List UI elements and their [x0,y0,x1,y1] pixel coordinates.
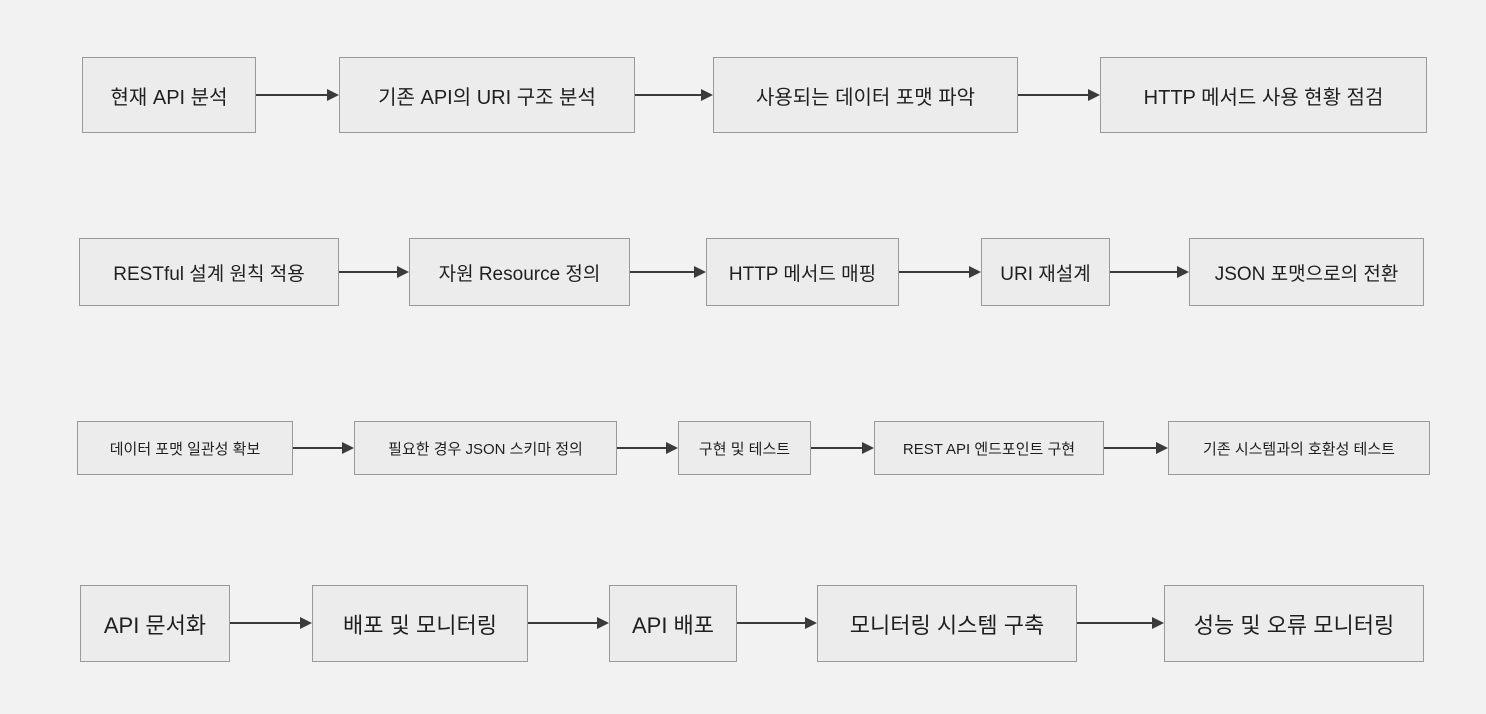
arrow-line [293,446,344,450]
arrowhead-icon [862,442,874,454]
arrow-line [635,93,703,97]
arrowhead-icon [300,617,312,629]
arrowhead-icon [327,89,339,101]
flow-arrow [737,617,817,629]
flow-node: 필요한 경우 JSON 스키마 정의 [354,421,617,475]
arrow-line [1077,621,1154,625]
arrow-line [1104,446,1158,450]
arrow-line [617,446,668,450]
arrow-line [256,93,329,97]
flow-arrow [1104,442,1168,454]
flow-node: 기존 시스템과의 호환성 테스트 [1168,421,1430,475]
arrow-line [230,621,302,625]
flow-arrow [293,442,354,454]
flow-node: API 문서화 [80,585,230,662]
arrowhead-icon [397,266,409,278]
flow-arrow [1018,89,1100,101]
flow-node: REST API 엔드포인트 구현 [874,421,1104,475]
flow-node: RESTful 설계 원칙 적용 [79,238,339,306]
flow-arrow [811,442,874,454]
arrowhead-icon [342,442,354,454]
flow-node: HTTP 메서드 매핑 [706,238,899,306]
arrow-line [630,270,696,274]
arrowhead-icon [666,442,678,454]
arrow-line [811,446,864,450]
arrowhead-icon [805,617,817,629]
flow-node: HTTP 메서드 사용 현황 점검 [1100,57,1427,133]
arrow-line [899,270,971,274]
arrowhead-icon [694,266,706,278]
arrowhead-icon [1177,266,1189,278]
flow-arrow [256,89,339,101]
arrowhead-icon [1156,442,1168,454]
flow-node: URI 재설계 [981,238,1110,306]
flow-node: 구현 및 테스트 [678,421,811,475]
flow-node: API 배포 [609,585,737,662]
flow-node: 성능 및 오류 모니터링 [1164,585,1424,662]
arrowhead-icon [701,89,713,101]
flow-arrow [1077,617,1164,629]
arrowhead-icon [1152,617,1164,629]
flow-arrow [230,617,312,629]
flow-node: 데이터 포맷 일관성 확보 [77,421,293,475]
flow-arrow [630,266,706,278]
flow-arrow [339,266,409,278]
arrow-line [737,621,807,625]
flow-arrow [635,89,713,101]
flow-node: 배포 및 모니터링 [312,585,528,662]
arrowhead-icon [597,617,609,629]
flow-arrow [899,266,981,278]
arrowhead-icon [1088,89,1100,101]
flow-node: 사용되는 데이터 포맷 파악 [713,57,1018,133]
flow-arrow [617,442,678,454]
flow-arrow [1110,266,1189,278]
arrow-line [339,270,399,274]
flow-node: 현재 API 분석 [82,57,256,133]
flow-node: JSON 포맷으로의 전환 [1189,238,1424,306]
flow-node: 모니터링 시스템 구축 [817,585,1077,662]
arrow-line [1110,270,1179,274]
flow-node: 기존 API의 URI 구조 분석 [339,57,635,133]
flow-arrow [528,617,609,629]
arrow-line [528,621,599,625]
arrow-line [1018,93,1090,97]
flow-node: 자원 Resource 정의 [409,238,630,306]
arrowhead-icon [969,266,981,278]
